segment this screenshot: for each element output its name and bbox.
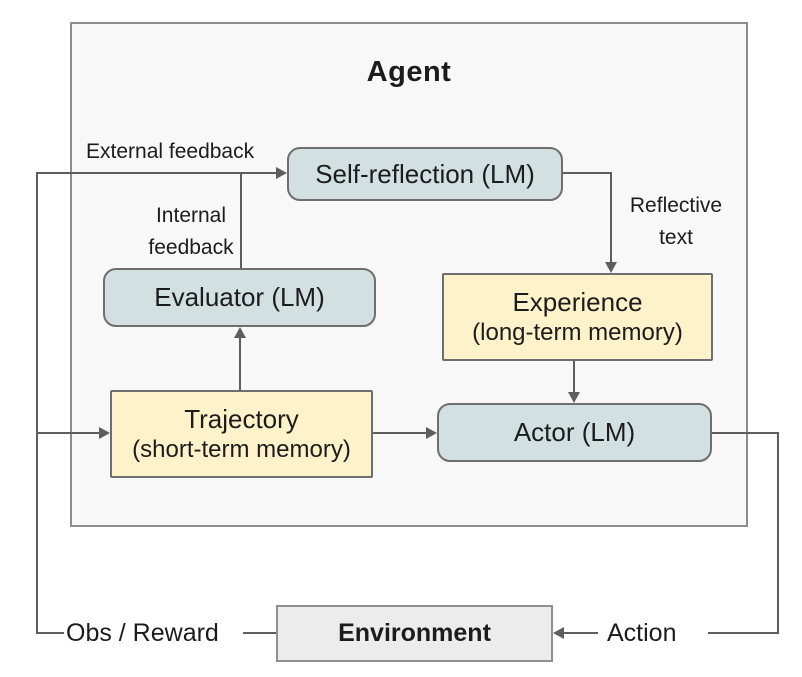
edge-experience-to-actor [573,360,575,394]
edge-internal-feedback-vertical [240,172,242,269]
edge-selfreflection-to-experience-h [562,172,612,174]
edge-branch-into-trajectory [36,432,100,434]
edge-action-right-segment [708,632,779,634]
label-external-feedback: External feedback [86,140,255,163]
label-reflective-text: Reflective text [629,194,723,249]
node-environment: Environment [276,605,553,662]
edge-obs-reward-to-environment [243,632,277,634]
node-self-reflection-label: Self-reflection (LM) [315,158,535,189]
node-self-reflection: Self-reflection (LM) [287,147,563,201]
arrowhead-into-experience-icon [605,262,617,273]
node-evaluator: Evaluator (LM) [103,268,376,327]
edge-obs-reward-left-segment [36,632,64,634]
edge-action-to-environment [557,632,598,634]
arrowhead-into-actor-left-icon [426,427,437,439]
arrowhead-into-evaluator-icon [234,327,246,338]
arrowhead-into-self-reflection-icon [276,167,287,179]
edge-trajectory-to-actor [372,432,428,434]
arrowhead-into-environment-icon [553,627,564,639]
node-actor: Actor (LM) [437,403,712,462]
edge-external-feedback-horizontal [36,172,278,174]
node-actor-label: Actor (LM) [513,417,636,448]
arrowhead-into-trajectory-icon [99,427,110,439]
arrowhead-into-actor-top-icon [568,392,580,403]
node-trajectory: Trajectory (short-term memory) [110,390,373,478]
edge-trajectory-to-evaluator [239,335,241,391]
node-evaluator-label: Evaluator (LM) [154,282,325,313]
agent-title: Agent [366,56,452,88]
edge-selfreflection-to-experience-v [610,172,612,264]
node-trajectory-sublabel: (short-term memory) [132,436,351,464]
node-trajectory-label: Trajectory [184,403,299,434]
label-obs-reward: Obs / Reward [66,619,219,647]
node-experience: Experience (long-term memory) [442,273,713,361]
label-internal-feedback: Internal feedback [148,204,234,259]
edge-actor-out-horizontal [711,432,779,434]
node-environment-label: Environment [338,619,491,647]
label-action: Action [607,619,677,647]
edge-env-to-agent-left-vertical [36,172,38,634]
node-experience-label: Experience [512,286,643,317]
node-experience-sublabel: (long-term memory) [472,319,683,347]
edge-action-right-vertical [777,432,779,634]
